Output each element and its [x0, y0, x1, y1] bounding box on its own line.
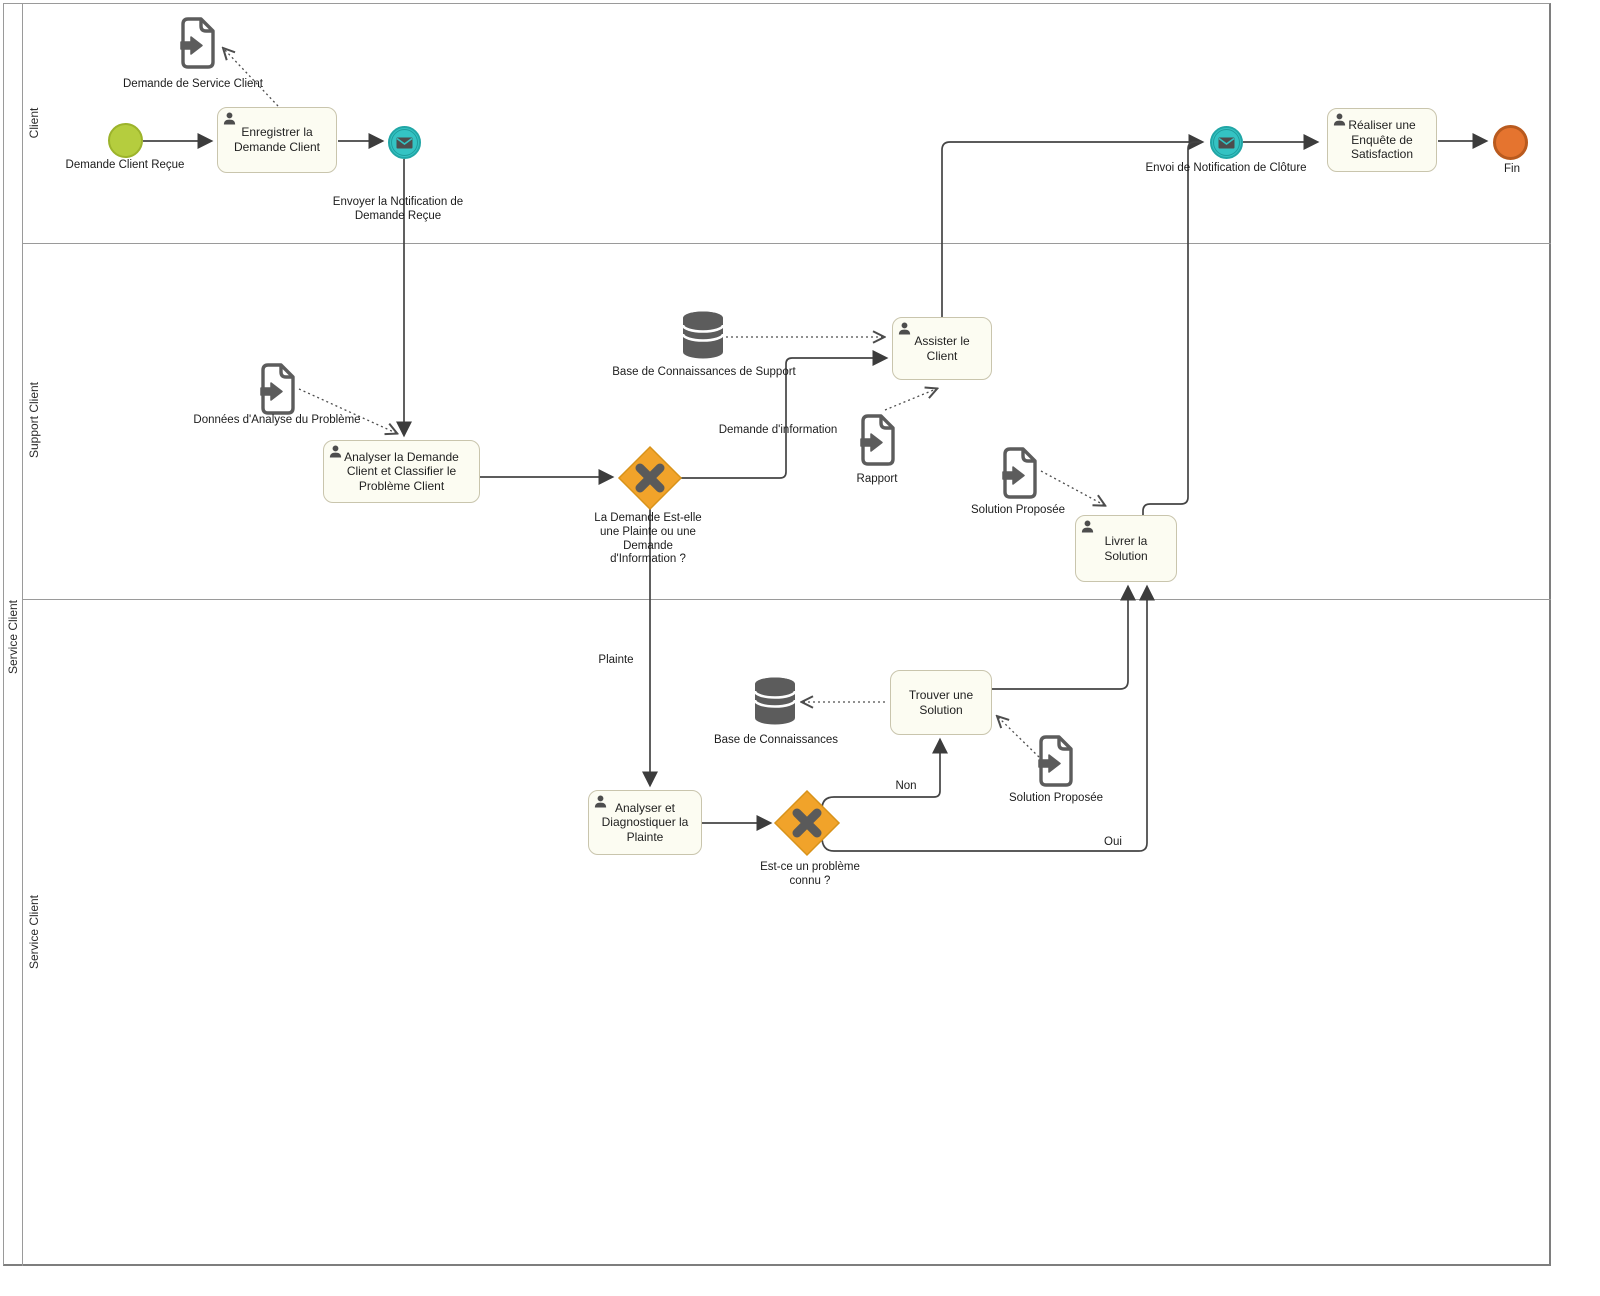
user-icon	[1333, 113, 1346, 126]
data-object-rapport-label: Rapport	[856, 473, 898, 485]
task-analyser-diagnostiquer-plainte[interactable]: Analyser et Diagnostiquer la Plainte	[588, 790, 702, 855]
gateway-probleme-connu-label: Est-ce un problème connu ?	[760, 861, 860, 887]
user-icon	[594, 795, 607, 808]
data-object-solution-proposee-2-icon[interactable]	[1037, 735, 1073, 787]
edge-label-plainte: Plainte	[598, 654, 634, 666]
flow-gateway2-non-to-trouver	[821, 737, 949, 810]
task-trouver-solution[interactable]: Trouver une Solution	[890, 670, 992, 735]
gateway-type-demande-label: La Demande Est-elle une Plainte ou une D…	[594, 512, 702, 566]
task-label: Livrer la Solution	[1104, 533, 1148, 563]
event-inner-ring	[1213, 129, 1240, 156]
data-object-solution-proposee-2-label: Solution Proposée	[1009, 792, 1103, 804]
lane-divider-2	[23, 599, 1551, 600]
user-icon	[329, 445, 342, 458]
start-event[interactable]	[108, 123, 143, 158]
task-label: Trouver une Solution	[908, 687, 974, 717]
flow-assister-to-notif-cloture	[941, 133, 1205, 317]
association-rapport-to-assister	[884, 389, 936, 411]
gateway-probleme-connu[interactable]	[773, 789, 841, 857]
data-object-demande-service-icon[interactable]	[179, 17, 215, 69]
datastore-base-connaissances-label: Base de Connaissances	[713, 734, 839, 746]
message-event-envoyer-notification-label: Envoyer la Notification de Demande Reçue	[332, 196, 464, 222]
data-object-donnees-analyse-icon[interactable]	[259, 363, 295, 415]
task-realiser-enquete[interactable]: Réaliser une Enquête de Satisfaction	[1327, 108, 1437, 172]
association-enregistrer-to-demande-service	[224, 49, 279, 107]
user-icon	[1081, 520, 1094, 533]
pool-frame	[3, 3, 1551, 1266]
data-object-demande-service-label: Demande de Service Client	[123, 78, 263, 90]
task-label: Assister le Client	[914, 333, 970, 363]
gateway-x-icon	[635, 463, 665, 493]
flow-livrer-to-notif-cloture	[1142, 141, 1201, 515]
edge-label-demande-information: Demande d'information	[718, 424, 838, 436]
task-livrer-solution[interactable]: Livrer la Solution	[1075, 515, 1177, 582]
task-analyser-demande[interactable]: Analyser la Demande Client et Classifier…	[323, 440, 480, 503]
user-icon	[223, 112, 236, 125]
message-event-envoyer-notification[interactable]	[388, 126, 421, 159]
task-assister-client[interactable]: Assister le Client	[892, 317, 992, 380]
pool-label-divider	[22, 3, 23, 1266]
gateway-type-demande[interactable]	[617, 445, 683, 511]
event-inner-ring	[391, 129, 418, 156]
edge-label-oui: Oui	[1104, 836, 1122, 848]
end-event-fin-label: Fin	[1504, 163, 1520, 175]
message-event-envoi-cloture-label: Envoi de Notification de Clôture	[1145, 162, 1307, 174]
data-object-solution-proposee-1-icon[interactable]	[1001, 447, 1037, 499]
task-label: Réaliser une Enquête de Satisfaction	[1348, 118, 1416, 162]
data-object-donnees-analyse-label: Données d'Analyse du Problème	[193, 414, 361, 426]
datastore-base-connaissances-support-icon[interactable]	[681, 310, 725, 360]
task-label: Analyser et Diagnostiquer la Plainte	[601, 800, 689, 844]
end-event-fin[interactable]	[1493, 125, 1528, 160]
datastore-base-connaissances-support-label: Base de Connaissances de Support	[612, 366, 796, 378]
data-object-solution-proposee-1-label: Solution Proposée	[971, 504, 1065, 516]
message-event-envoi-cloture[interactable]	[1210, 126, 1243, 159]
flow-gateway2-oui-to-livrer	[821, 584, 1156, 852]
datastore-base-connaissances-icon[interactable]	[753, 676, 797, 726]
edge-label-non: Non	[895, 780, 917, 792]
flow-gateway1-to-assister	[681, 349, 889, 479]
user-icon	[898, 322, 911, 335]
association-solution1-to-livrer	[1040, 470, 1104, 505]
lane-divider-1	[23, 243, 1551, 244]
task-label: Analyser la Demande Client et Classifier…	[344, 449, 459, 493]
gateway-x-icon	[792, 808, 822, 838]
start-event-label: Demande Client Reçue	[65, 159, 185, 171]
task-label: Enregistrer la Demande Client	[233, 125, 321, 154]
flow-trouver-to-livrer	[992, 584, 1137, 690]
task-enregistrer-demande[interactable]: Enregistrer la Demande Client	[217, 107, 337, 173]
association-solution2-to-trouver	[998, 717, 1040, 758]
